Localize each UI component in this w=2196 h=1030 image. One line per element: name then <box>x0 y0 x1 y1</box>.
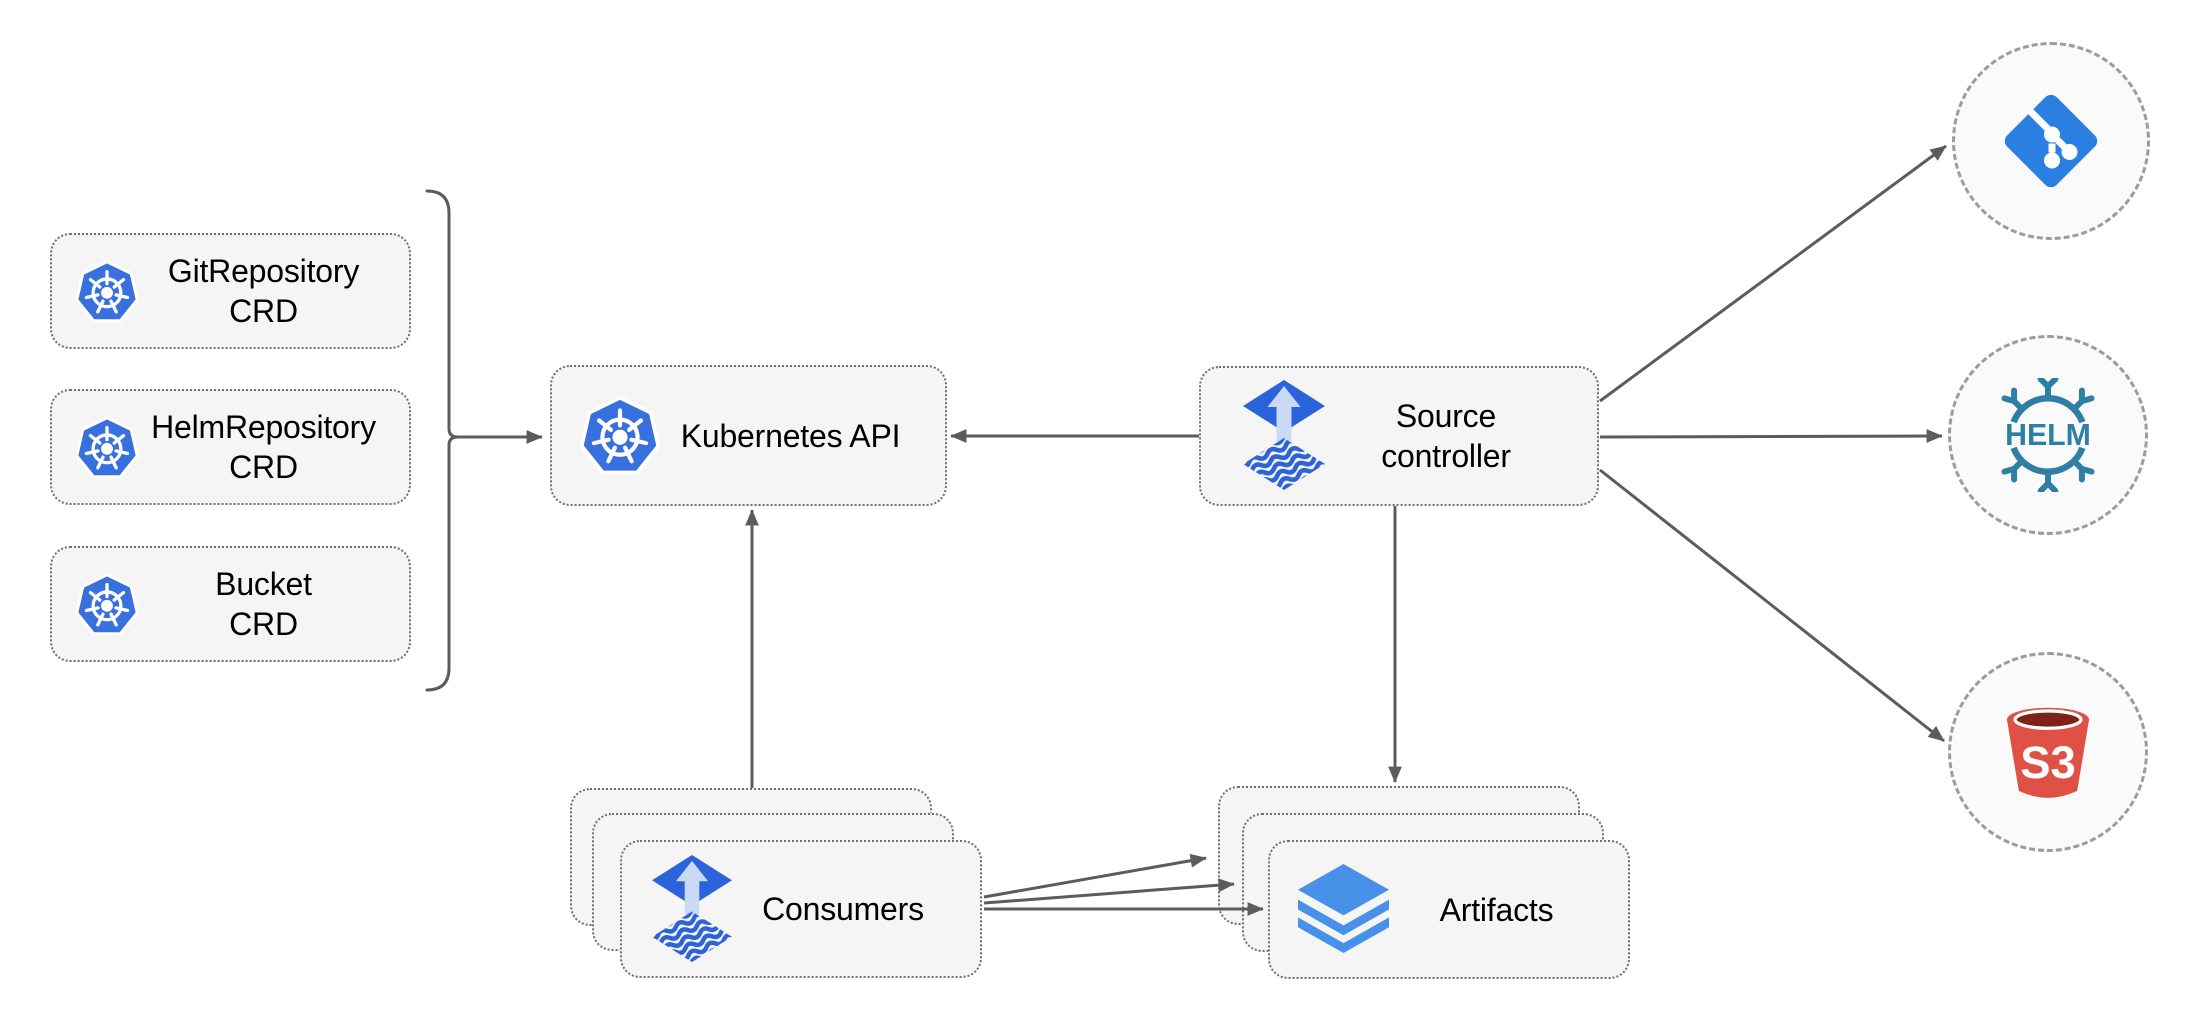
kubernetes-icon <box>578 392 662 479</box>
node-label-line: CRD <box>229 449 298 485</box>
edge-source-controller-to-s3 <box>1599 468 1945 743</box>
kubernetes-icon <box>74 257 140 326</box>
edge-consumers-to-artifacts-2 <box>983 878 1235 905</box>
crd-group-bracket <box>425 189 459 692</box>
node-kubernetes-api: Kubernetes API <box>550 365 947 506</box>
node-label: HelmRepository CRD <box>140 407 387 487</box>
git-icon <box>2001 91 2101 191</box>
edge-source-controller-to-git <box>1599 144 1947 403</box>
node-label: Artifacts <box>1439 891 1554 928</box>
kubernetes-icon <box>74 413 140 482</box>
node-consumers: Consumers <box>620 840 982 978</box>
node-label: Kubernetes API <box>680 417 901 454</box>
s3-bucket-icon: S3 <box>1994 698 2102 806</box>
endpoint-helm: HELM <box>1948 335 2148 535</box>
edge-source-controller-to-helm <box>1599 429 1943 443</box>
node-label: Source controller <box>1325 396 1567 476</box>
node-label: GitRepository CRD <box>140 251 387 331</box>
node-label: Bucket CRD <box>140 564 387 644</box>
node-label-line: HelmRepository <box>151 409 376 445</box>
node-label-line: Source <box>1395 398 1497 434</box>
node-label-line: GitRepository <box>167 253 360 289</box>
node-source-controller: Source controller <box>1199 366 1599 506</box>
layers-icon <box>1296 864 1391 955</box>
node-label-line: controller <box>1381 438 1511 474</box>
edge-consumers-to-artifacts-1 <box>983 853 1207 899</box>
flux-icon <box>652 855 732 964</box>
node-artifacts: Artifacts <box>1268 840 1630 979</box>
node-label: Consumers <box>762 891 924 927</box>
node-label-line: Bucket <box>215 566 312 602</box>
helm-icon: HELM <box>1993 378 2103 492</box>
s3-label: S3 <box>2020 737 2075 788</box>
flux-icon <box>1243 380 1325 492</box>
node-bucket-crd: Bucket CRD <box>50 546 411 662</box>
helm-label: HELM <box>2005 419 2091 452</box>
kubernetes-icon <box>74 570 140 639</box>
endpoint-s3: S3 <box>1948 652 2148 852</box>
endpoint-git <box>1952 42 2150 240</box>
node-gitrepository-crd: GitRepository CRD <box>50 233 411 349</box>
node-label-line: CRD <box>229 606 298 642</box>
node-helmrepository-crd: HelmRepository CRD <box>50 389 411 505</box>
node-label-line: CRD <box>229 293 298 329</box>
